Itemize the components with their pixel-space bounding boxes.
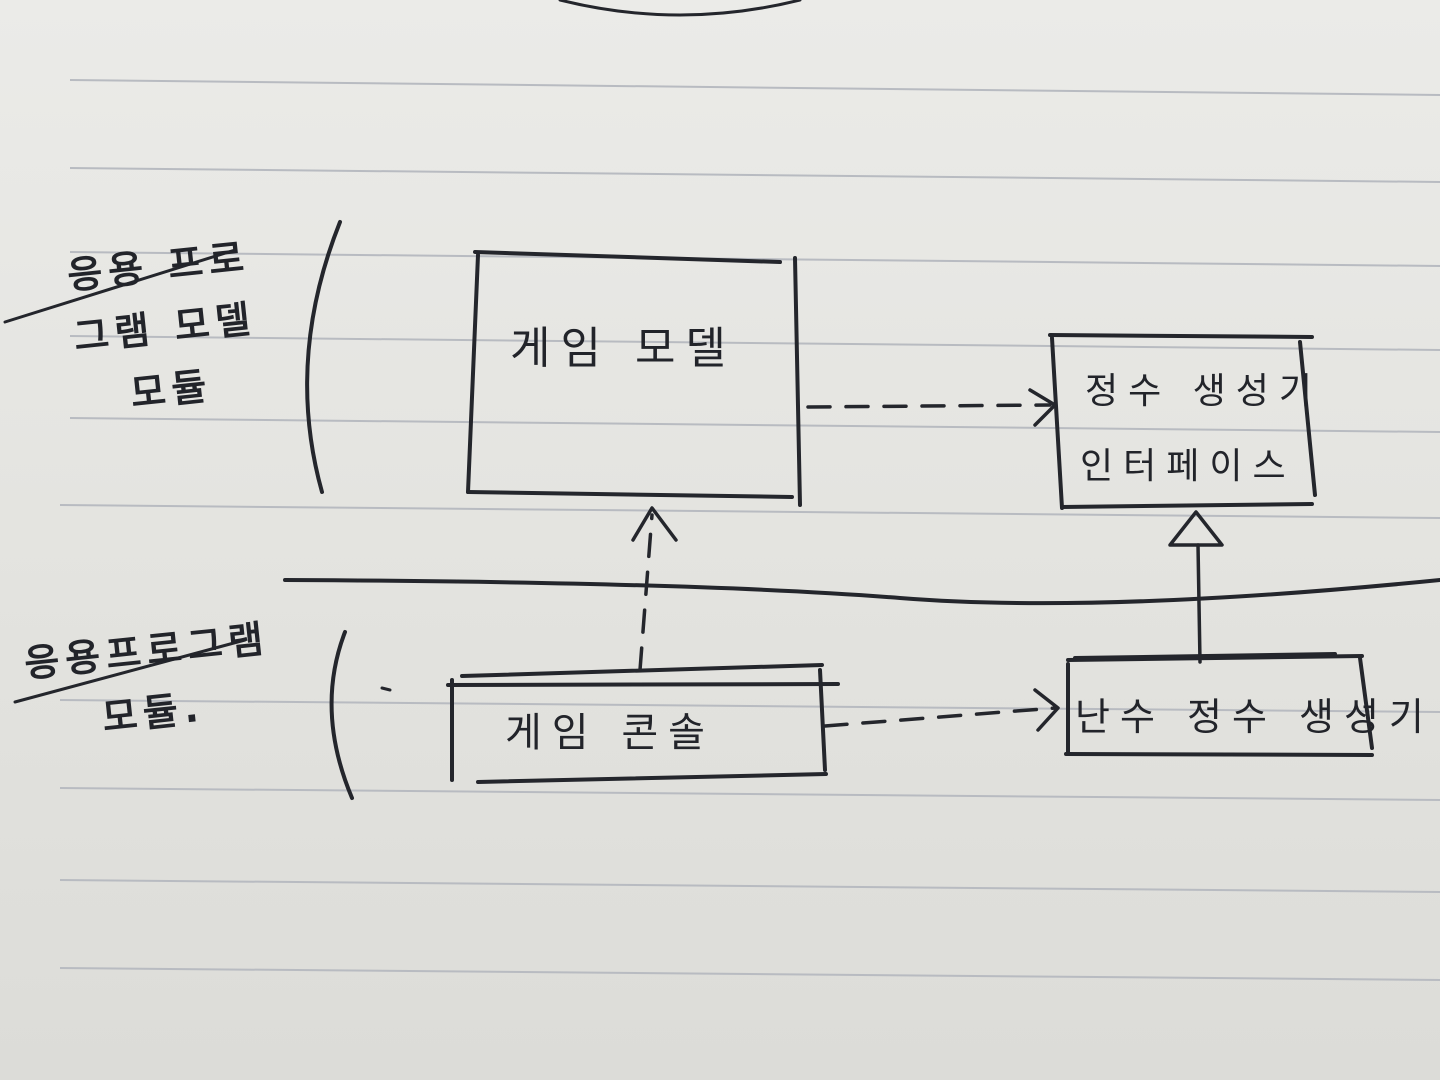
arrowhead-game-model-to-interface: [1028, 388, 1057, 427]
paren-bottom-module: [329, 630, 354, 800]
box-random-int-generator: [1064, 652, 1374, 757]
int-generator-interface-label-line1: 정수 생성기: [1085, 371, 1323, 412]
label-strike-bottom: [13, 638, 247, 704]
box-game-model: [466, 250, 802, 507]
random-int-generator-label: 난수 정수 생성기: [1075, 695, 1434, 739]
label-strike-top: [3, 248, 237, 324]
pen-tick: [380, 686, 392, 692]
game-model-label: 게임 모델: [510, 323, 736, 374]
module-boundary-line: [283, 578, 1440, 606]
box-game-console: [446, 663, 840, 784]
arrowhead-realization-triangle: [1168, 510, 1224, 547]
arrowhead-console-to-random: [1033, 688, 1060, 732]
arrow-console-to-random: [823, 706, 1057, 728]
arrow-console-to-game-model: [638, 513, 654, 672]
arrow-random-realizes-interface: [1196, 543, 1202, 664]
top-arc: [558, 0, 802, 17]
arrowhead-console-to-game-model: [631, 506, 678, 542]
box-int-generator-interface: [1048, 333, 1317, 510]
label-application-model-module: 응용 프로 그램 모델 모듈: [21, 221, 309, 434]
paren-top-module: [305, 220, 342, 494]
int-generator-interface-label-line2: 인터페이스: [1080, 446, 1296, 487]
arrow-game-model-to-interface: [806, 403, 1052, 409]
game-console-label: 게임 콘솔: [505, 710, 715, 756]
